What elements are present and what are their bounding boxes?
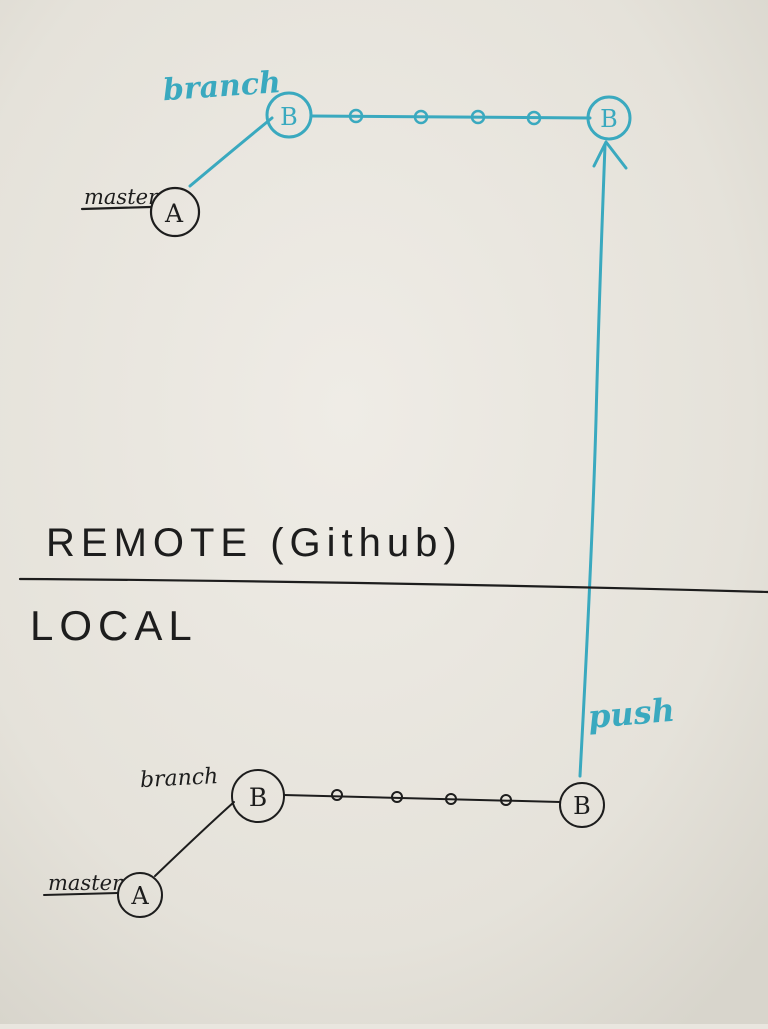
- push-arrow-line: [578, 143, 607, 778]
- remote-master-label: master: [84, 185, 160, 209]
- remote-node-a-label: A: [164, 199, 184, 228]
- remote-node-b-end: [586, 95, 632, 141]
- local-graph: [43, 769, 605, 918]
- remote-graph: [188, 91, 632, 778]
- remote-commit-dot: [470, 109, 486, 125]
- local-commit-dot: [391, 791, 403, 803]
- remote-commit-dot: [348, 108, 364, 124]
- remote-node-a: [149, 186, 201, 238]
- local-commit-dot: [500, 794, 512, 806]
- local-master-to-branch-edge: [154, 801, 235, 877]
- remote-master-underline: [80, 205, 152, 211]
- remote-local-divider: [18, 577, 768, 594]
- local-branch-label: branch: [139, 764, 219, 793]
- local-node-b-end: [559, 782, 605, 828]
- remote-master-to-branch-edge: [188, 116, 274, 188]
- local-section-label: LOCAL: [30, 602, 198, 649]
- remote-node-b-end-label: B: [600, 105, 618, 133]
- push-label: push: [586, 691, 676, 736]
- local-commit-dot: [331, 789, 343, 801]
- local-node-b-start-label: B: [249, 783, 267, 812]
- remote-commit-dot: [413, 109, 429, 125]
- remote-commit-dot: [526, 110, 542, 126]
- remote-master: [80, 186, 201, 238]
- local-node-a: [117, 872, 163, 918]
- local-commit-line: [283, 794, 561, 803]
- local-master-underline: [43, 892, 119, 896]
- remote-branch-label: branch: [162, 65, 282, 108]
- local-node-a-label: A: [130, 882, 149, 910]
- remote-section-label: REMOTE (Github): [46, 521, 463, 565]
- local-commit-dot: [445, 793, 457, 805]
- local-node-b-end-label: B: [573, 792, 591, 820]
- push-arrow-head: [592, 140, 628, 170]
- local-master-label: master: [48, 871, 124, 895]
- remote-commit-line: [309, 114, 592, 120]
- remote-node-b-start-label: B: [280, 103, 298, 131]
